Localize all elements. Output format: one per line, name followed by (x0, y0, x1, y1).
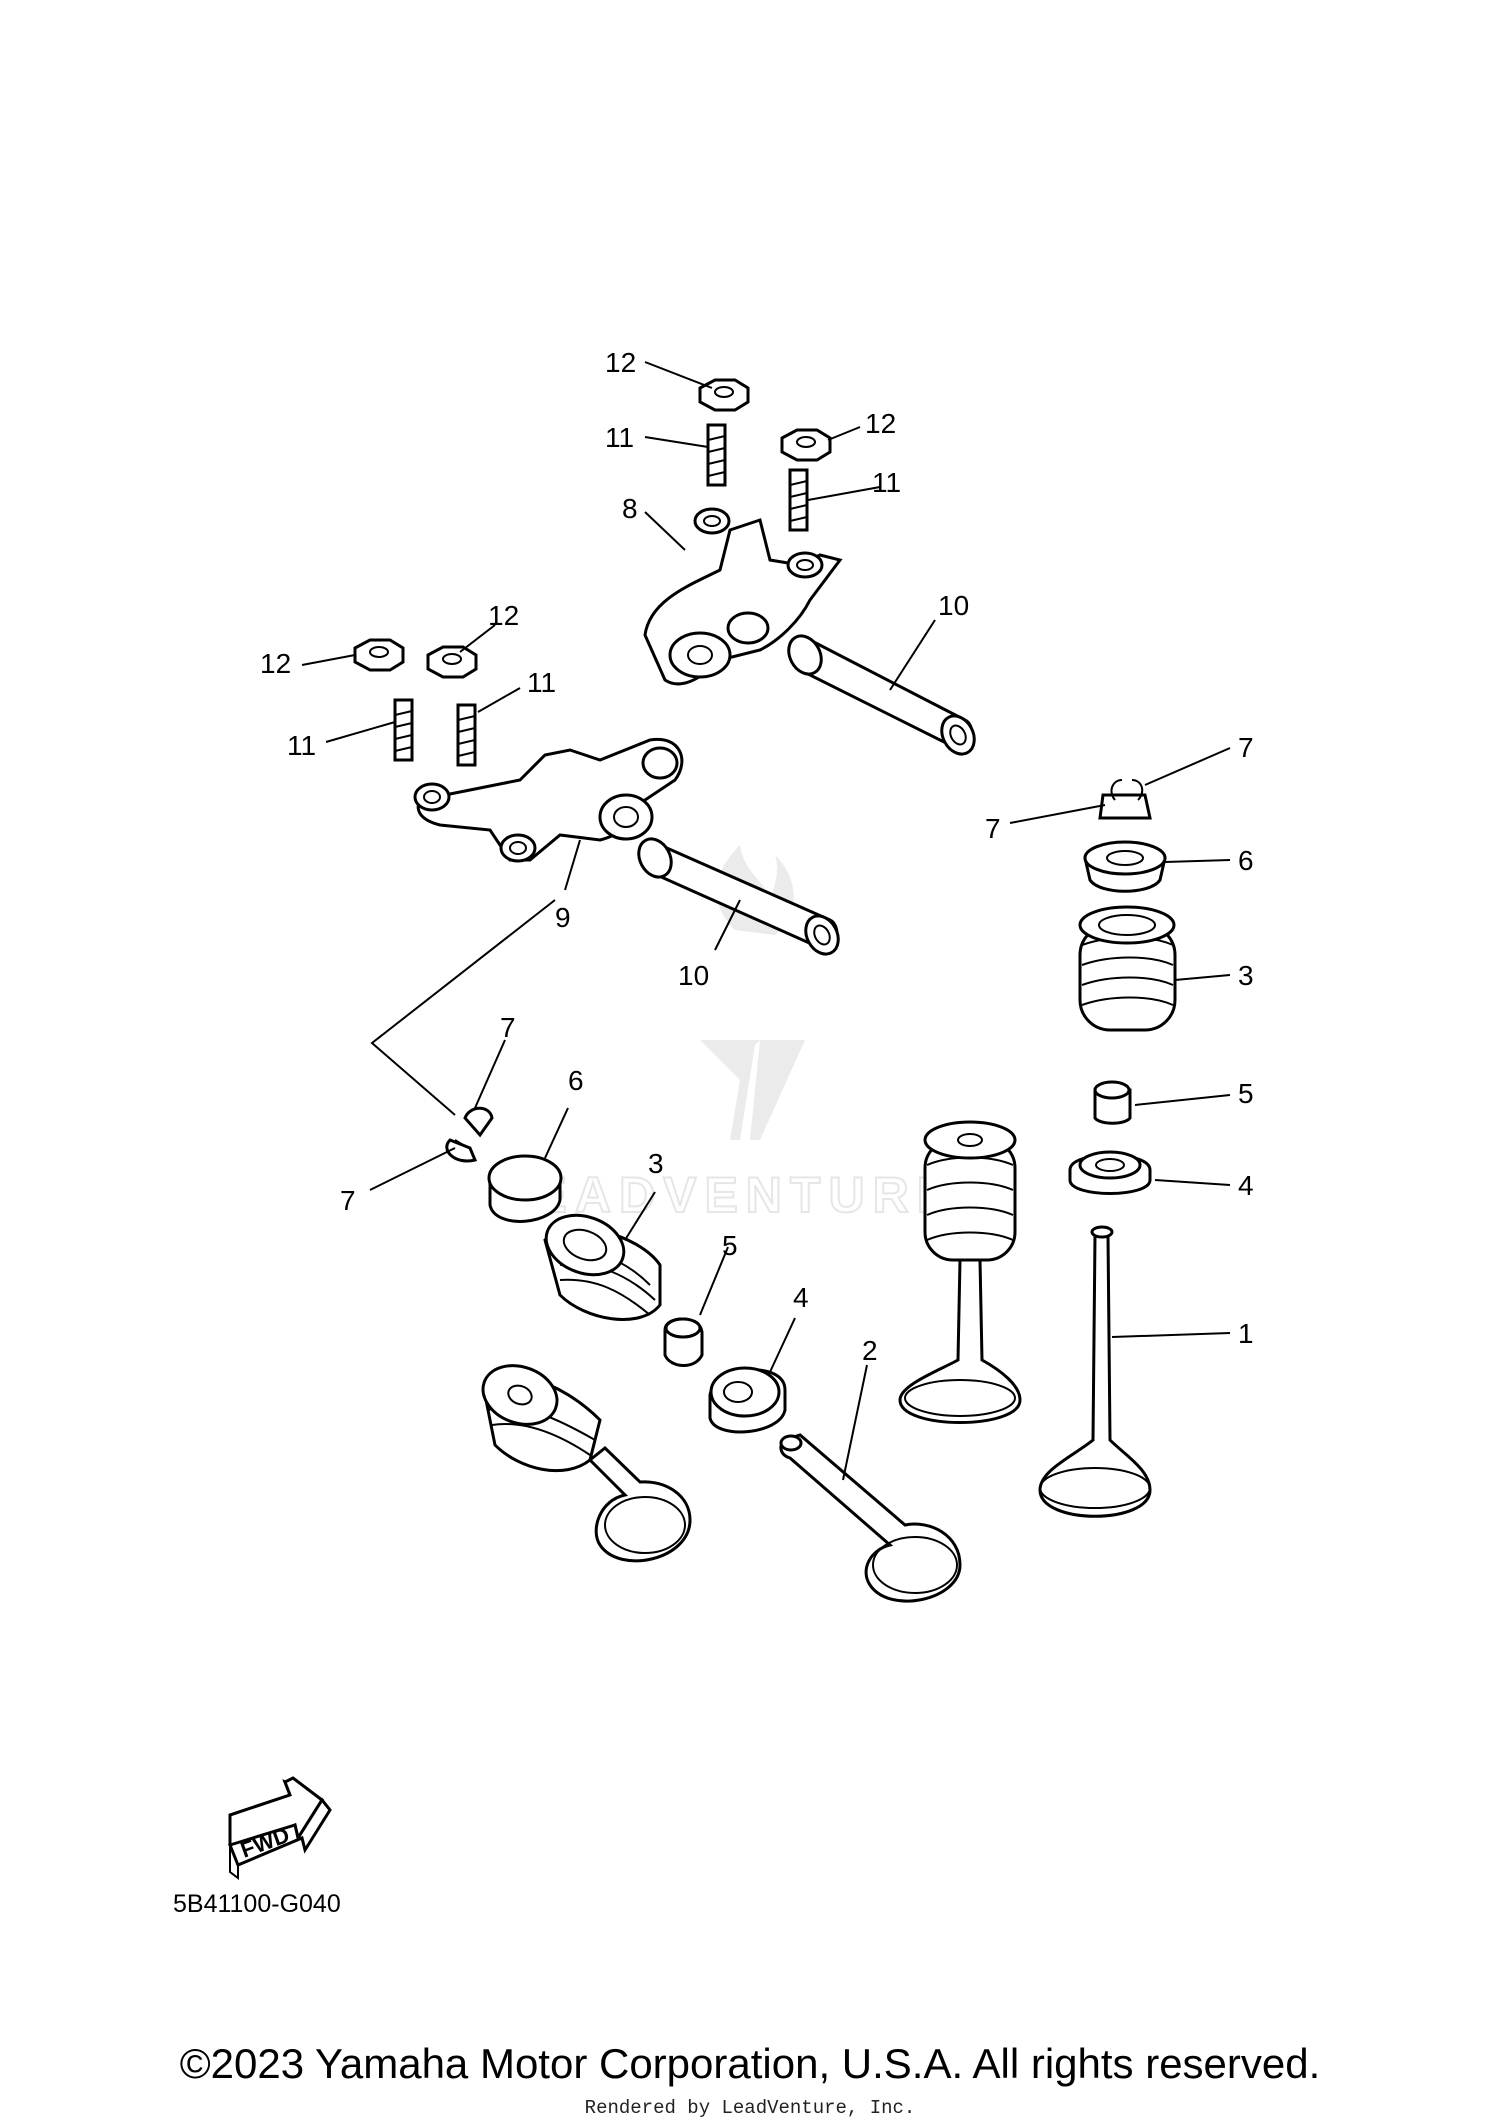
retainer-left (487, 1154, 563, 1223)
callout-12: 12 (605, 347, 636, 378)
nut-lower-b (426, 645, 478, 679)
adjust-screw-upper-b (788, 468, 809, 532)
callout-3: 3 (648, 1148, 664, 1179)
adjust-screw-upper-a (706, 423, 727, 487)
rocker-shaft-upper (787, 634, 976, 756)
valve-2 (779, 1433, 962, 1603)
adjust-screw-lower-b (456, 703, 477, 767)
rocker-arm-8 (643, 507, 843, 686)
rocker-shaft-lower (637, 837, 840, 956)
bracket-9 (370, 899, 556, 1149)
stem-seal-right (1093, 1080, 1132, 1125)
callout-12: 12 (260, 648, 291, 679)
stem-seal-left (663, 1317, 704, 1367)
spring-left (543, 1213, 662, 1321)
rocker-arm-9 (413, 737, 684, 863)
callout-11: 11 (872, 467, 901, 498)
callout-6: 6 (568, 1065, 584, 1096)
forward-arrow-icon: FWD (228, 1776, 332, 1880)
diagram-code: 5B41100-G040 (173, 1890, 341, 1918)
callout-3: 3 (1238, 960, 1254, 991)
valve-1 (1038, 1225, 1152, 1518)
collet-left (445, 1106, 494, 1163)
callout-11: 11 (605, 422, 634, 453)
callout-1: 1 (1238, 1318, 1254, 1349)
valve-assembly-left (481, 1364, 692, 1563)
retainer-right (1083, 840, 1167, 893)
callout-7: 7 (340, 1185, 356, 1216)
rendered-by-credit: Rendered by LeadVenture, Inc. (584, 2097, 916, 2119)
callout-9: 9 (555, 902, 571, 933)
collet-right (1098, 779, 1152, 820)
callout-4: 4 (793, 1282, 809, 1313)
callout-10: 10 (678, 960, 709, 991)
watermark-text: LEADVENTURE (495, 1167, 958, 1223)
callout-7: 7 (985, 813, 1001, 844)
nut-lower-a (353, 638, 405, 672)
callout-5: 5 (722, 1230, 738, 1261)
callout-7: 7 (1238, 732, 1254, 763)
callout-7: 7 (500, 1012, 516, 1043)
callout-5: 5 (1238, 1078, 1254, 1109)
nut-upper-a (698, 378, 750, 412)
callout-8: 8 (622, 493, 638, 524)
spring-right (1078, 905, 1177, 1032)
valve-assembly-right (898, 1120, 1022, 1424)
seat-left (708, 1366, 787, 1434)
callout-11: 11 (287, 730, 316, 761)
adjust-screw-lower-a (393, 698, 414, 762)
callout-12: 12 (865, 408, 896, 439)
callout-labels: 1 2 3 3 4 4 5 5 6 6 7 7 7 7 8 9 10 10 11… (260, 347, 1254, 1366)
copyright-notice: ©2023 Yamaha Motor Corporation, U.S.A. A… (179, 2040, 1321, 2087)
callout-12: 12 (488, 600, 519, 631)
callout-11: 11 (527, 667, 556, 698)
callout-2: 2 (862, 1335, 878, 1366)
seat-right (1068, 1150, 1152, 1195)
leader-lines (301, 361, 1231, 1481)
callout-6: 6 (1238, 845, 1254, 876)
nut-upper-b (780, 428, 832, 462)
callout-4: 4 (1238, 1170, 1254, 1201)
callout-10: 10 (938, 590, 969, 621)
